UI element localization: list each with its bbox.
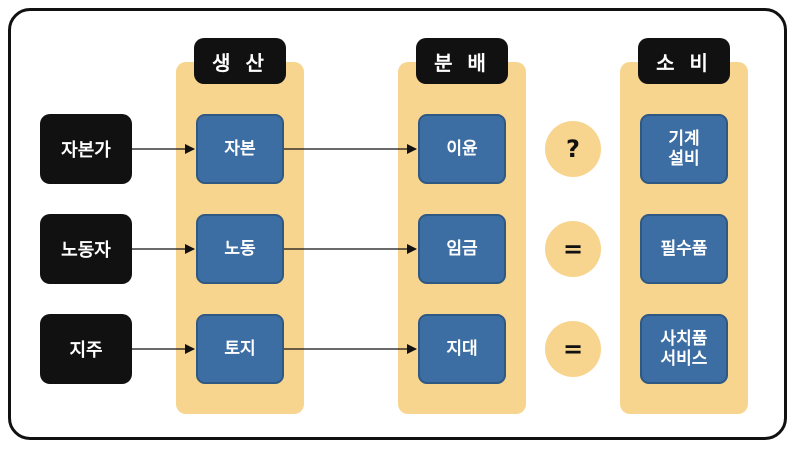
- distribution-wage: 임금: [418, 214, 506, 284]
- agent-capitalist: 자본가: [40, 114, 132, 184]
- production-land: 토지: [196, 314, 284, 384]
- agent-landowner: 지주: [40, 314, 132, 384]
- consumption-necessities: 필수품: [640, 214, 728, 284]
- distribution-profit: 이윤: [418, 114, 506, 184]
- consumption-luxuries: 사치품 서비스: [640, 314, 728, 384]
- consumption-header: 소 비: [638, 38, 730, 84]
- consumption-machinery: 기계 설비: [640, 114, 728, 184]
- agent-laborer: 노동자: [40, 214, 132, 284]
- distribution-header: 분 배: [416, 38, 508, 84]
- production-header: 생 산: [194, 38, 286, 84]
- production-capital: 자본: [196, 114, 284, 184]
- production-labor: 노동: [196, 214, 284, 284]
- distribution-rent: 지대: [418, 314, 506, 384]
- relation-question: ?: [545, 121, 601, 177]
- relation-equals-2: =: [545, 321, 601, 377]
- relation-equals-1: =: [545, 221, 601, 277]
